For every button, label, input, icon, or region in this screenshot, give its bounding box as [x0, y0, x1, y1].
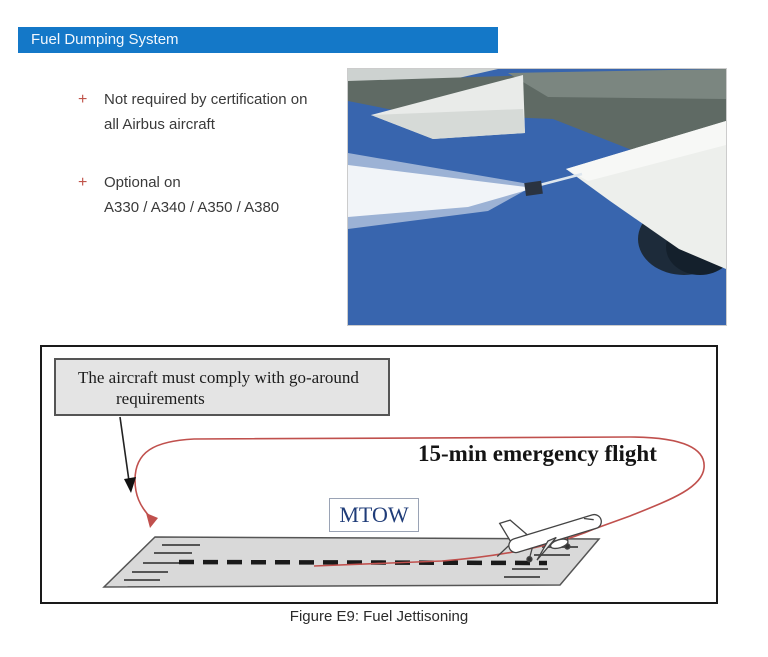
- fuel-spray: [348, 165, 534, 217]
- plus-bullet-icon: +: [78, 174, 88, 191]
- bullet-list: + Not required by certification on all A…: [78, 87, 368, 253]
- bullet-line: all Airbus aircraft: [104, 116, 215, 133]
- fuel-nozzle: [524, 180, 543, 197]
- runway: [102, 536, 601, 588]
- lower-wing-highlight: [566, 121, 726, 181]
- callout-line: requirements: [116, 389, 205, 408]
- go-around-callout: The aircraft must comply with go-around …: [54, 358, 390, 416]
- upper-wing-shade: [508, 69, 726, 99]
- diagram-art: [102, 416, 705, 588]
- flap-fairing-shadow: [371, 109, 525, 139]
- runway-centerline: [178, 559, 548, 566]
- fuel-streak: [535, 172, 583, 188]
- bullet-text: Optional on A330 / A340 / A350 / A380: [104, 170, 279, 220]
- bullet-item: + Not required by certification on all A…: [78, 87, 368, 137]
- fuel-jettison-diagram: The aircraft must comply with go-around …: [40, 345, 718, 604]
- callout-line: The aircraft must comply with go-around: [78, 368, 359, 387]
- bullet-line: A330 / A340 / A350 / A380: [104, 199, 280, 216]
- emergency-flight-label: 15-min emergency flight: [418, 441, 657, 466]
- mtow-label-box: MTOW: [329, 498, 419, 532]
- fuel-dump-photo-art: [348, 69, 726, 325]
- plus-bullet-icon: +: [78, 91, 88, 108]
- bullet-item: + Optional on A330 / A340 / A350 / A380: [78, 170, 368, 220]
- bullet-text: Not required by certification on all Air…: [104, 87, 307, 137]
- slide-title-bar: Fuel Dumping System: [18, 27, 498, 53]
- bullet-line: Not required by certification on: [104, 91, 308, 108]
- fuel-dump-photo: [347, 68, 727, 326]
- flight-path-arrowhead: [146, 513, 158, 528]
- callout-arrow: [119, 416, 136, 493]
- runway-threshold-left: [124, 544, 200, 581]
- airplane-icon: [496, 513, 602, 563]
- figure-caption: Figure E9: Fuel Jettisoning: [289, 608, 469, 625]
- bullet-line: Optional on: [104, 174, 181, 191]
- slide-title: Fuel Dumping System: [31, 31, 179, 48]
